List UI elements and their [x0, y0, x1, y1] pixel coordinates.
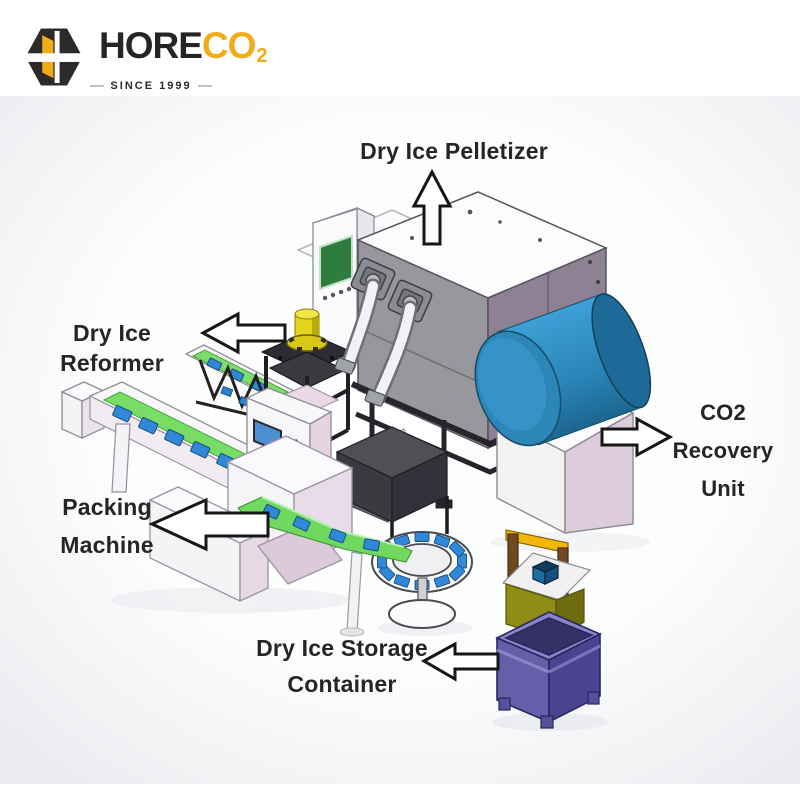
label-packing-machine: Packing Machine: [38, 488, 176, 564]
brand-name: HORECO2: [99, 25, 268, 76]
brand-tagline: SINCE 1999: [110, 80, 192, 92]
output-chute: [237, 496, 413, 637]
label-dry-ice-pelletizer: Dry Ice Pelletizer: [338, 136, 570, 166]
label-line: Dry Ice Reformer: [60, 320, 164, 376]
packing-arrow: [148, 497, 270, 552]
horeco2-logo-icon: [23, 28, 85, 86]
label-co2-recovery-unit: CO2 Recovery Unit: [648, 394, 798, 508]
storage-arrow: [420, 641, 500, 682]
pelletizer-hoses: [334, 278, 418, 407]
label-dry-ice-reformer: Dry Ice Reformer: [20, 318, 204, 378]
brand-subscript: 2: [256, 45, 267, 67]
storage-container-illustration: [495, 611, 602, 729]
yellow-cylinder: [286, 308, 328, 352]
pelletizer-arrow: [411, 168, 453, 246]
tagline-dash-left: [90, 85, 105, 87]
brand-dark-part: HORE: [99, 25, 203, 66]
logo-text: HORECO2 SINCE 1999: [90, 25, 268, 92]
co2-recovery-unit-illustration: [474, 293, 652, 535]
blue-box: [531, 560, 560, 585]
green-window: [319, 234, 353, 291]
co2-tank: [474, 293, 652, 447]
recovery-arrow: [600, 416, 674, 458]
label-line: Container: [287, 671, 397, 697]
label-line: CO2 Recovery: [672, 400, 774, 463]
label-dry-ice-storage-container: Dry Ice Storage Container: [256, 630, 428, 702]
label-line: Machine: [60, 532, 154, 558]
bench-illustration: [501, 529, 592, 642]
brand-tagline-row: SINCE 1999: [90, 80, 212, 92]
horeco2-logo: HORECO2 SINCE 1999: [22, 25, 268, 92]
label-line: Unit: [701, 476, 745, 501]
label-line: Dry Ice Storage: [256, 635, 428, 661]
tagline-dash-right: [197, 85, 212, 87]
reformer-arrow: [199, 311, 287, 355]
brand-accent-part: CO: [201, 25, 256, 66]
label-line: Packing: [62, 494, 152, 520]
label-line: Dry Ice Pelletizer: [360, 138, 548, 164]
bin-interior: [503, 617, 595, 656]
